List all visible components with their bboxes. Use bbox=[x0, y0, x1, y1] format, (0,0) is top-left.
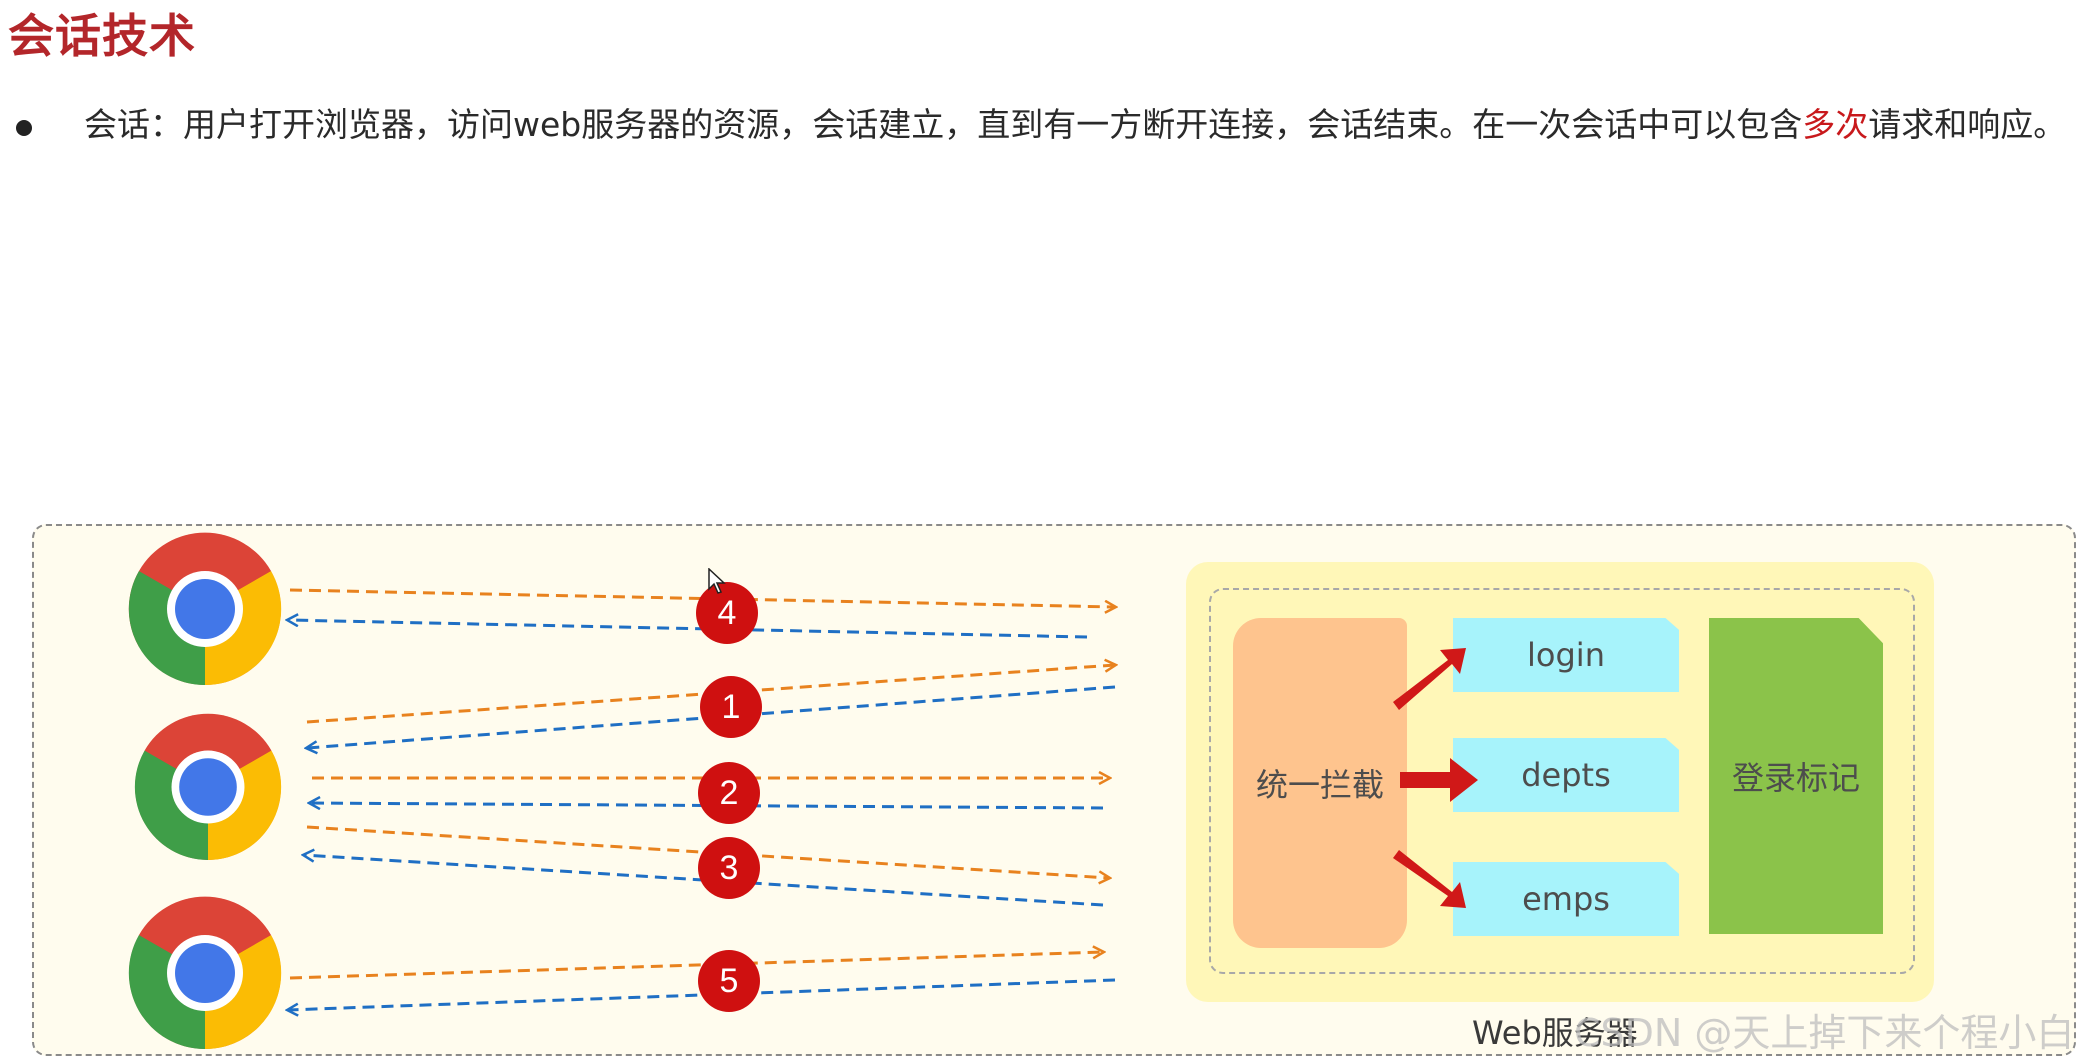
step-badge-5: 5 bbox=[698, 950, 760, 1012]
mouse-cursor-icon bbox=[708, 568, 726, 594]
dispatch-arrows bbox=[1393, 648, 1478, 908]
page-title: 会话技术 bbox=[8, 9, 196, 63]
resource-login: login bbox=[1453, 618, 1679, 692]
browser-chrome-icon-3 bbox=[128, 896, 282, 1050]
step-badge-3: 3 bbox=[698, 837, 760, 899]
resource-emps: emps bbox=[1453, 862, 1679, 936]
response-arrow-4 bbox=[288, 620, 1088, 639]
browser-chrome-icon-2 bbox=[134, 713, 282, 860]
resource-depts: depts bbox=[1453, 738, 1679, 812]
bullet-text-before: 会话：用户打开浏览器，访问web服务器的资源，会话建立，直到有一方断开连接，会话… bbox=[84, 105, 1803, 144]
browser-chrome-icon-1 bbox=[128, 532, 282, 686]
request-arrow-4 bbox=[289, 588, 1115, 607]
response-arrow-5 bbox=[288, 978, 1116, 1010]
bullet-text-after: 请求和响应。 bbox=[1868, 105, 2067, 144]
bullet-highlight: 多次 bbox=[1802, 105, 1869, 144]
step-badge-1: 1 bbox=[700, 676, 762, 738]
step-badge-4: 4 bbox=[696, 582, 758, 644]
web-server-label: Web服务器 bbox=[1472, 1014, 1638, 1052]
request-arrow-5 bbox=[289, 952, 1103, 980]
login-mark-box: 登录标记 bbox=[1709, 618, 1883, 934]
unified-intercept-box: 统一拦截 bbox=[1233, 618, 1407, 948]
step-badge-2: 2 bbox=[698, 762, 760, 824]
watermark: CSDN @天上掉下来个程小白 bbox=[1574, 1011, 2075, 1055]
arrow-to-depts bbox=[1400, 758, 1478, 802]
bullet-text: 会话：用户打开浏览器，访问web服务器的资源，会话建立，直到有一方断开连接，会话… bbox=[84, 100, 2066, 150]
web-server-inner-frame bbox=[1209, 588, 1915, 974]
bullet-dot-icon bbox=[16, 120, 32, 136]
arrow-to-login bbox=[1393, 648, 1466, 710]
arrow-to-emps bbox=[1393, 850, 1466, 908]
